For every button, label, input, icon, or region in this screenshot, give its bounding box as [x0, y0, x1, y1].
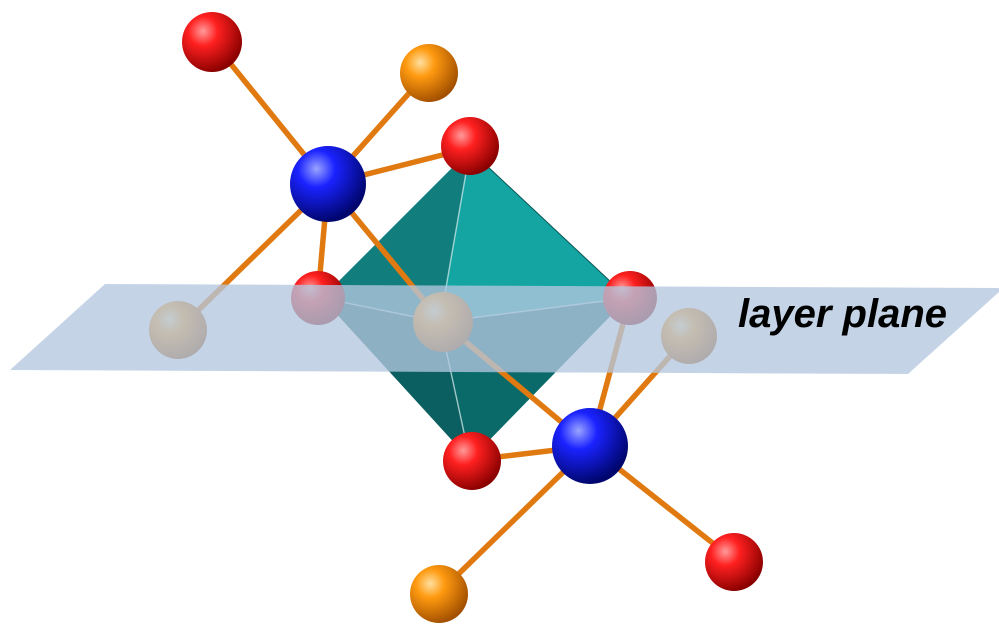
layer-plane: layer plane — [10, 284, 999, 374]
plane-label: layer plane — [738, 292, 947, 336]
oxygen-atom-red — [182, 12, 242, 72]
atom-orange — [400, 44, 458, 102]
oxygen-atom-red — [441, 117, 499, 175]
oct-face-top-left — [322, 150, 470, 322]
oxygen-atom-red — [443, 432, 501, 490]
atoms-lower — [410, 408, 763, 623]
oct-face-top-right — [440, 150, 628, 322]
oxygen-atom-red — [705, 533, 763, 591]
atom-orange — [410, 565, 468, 623]
plane-surface — [10, 284, 999, 374]
metal-atom-blue — [552, 408, 628, 484]
metal-atom-blue — [290, 146, 366, 222]
